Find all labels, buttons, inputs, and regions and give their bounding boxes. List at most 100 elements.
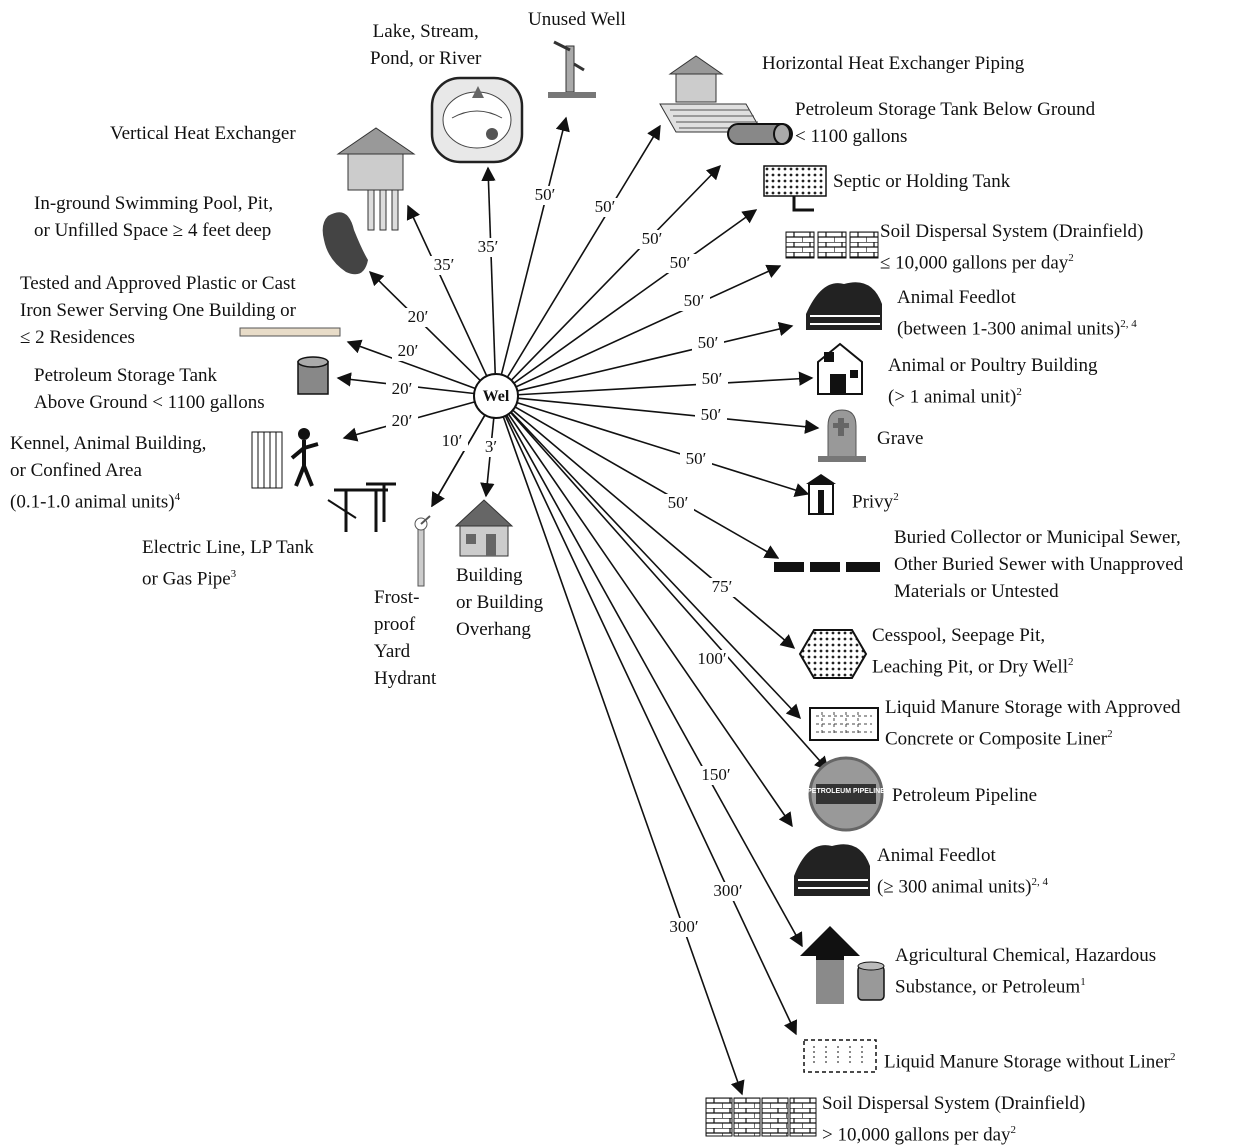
distance-label-bg-electric xyxy=(436,432,468,451)
distance-label-horizontal: 50′ xyxy=(595,197,616,216)
label-privy: Privy2 xyxy=(852,491,899,513)
well-label: Wel xyxy=(483,388,510,405)
distance-label-petro-below: 50′ xyxy=(642,229,663,248)
label-manure-lined: Liquid Manure Storage with Approved Conc… xyxy=(885,697,1181,750)
distance-label-kennel: 20′ xyxy=(392,411,413,430)
distance-label-bg-pool xyxy=(402,308,434,327)
label-grave: Grave xyxy=(877,428,924,449)
outhouse-icon xyxy=(806,474,836,515)
distance-label-bg-kennel xyxy=(386,412,418,431)
distance-label-drainfield-small: 50′ xyxy=(684,291,705,310)
label-cesspool: Cesspool, Seepage Pit, Leaching Pit, or … xyxy=(872,625,1074,678)
septic-tank-icon xyxy=(763,165,827,212)
manure-storage-unlined-icon xyxy=(803,1039,877,1073)
distance-label-bg-petro-below xyxy=(636,230,668,249)
distance-rays xyxy=(336,116,829,1096)
label-unused-well: Unused Well xyxy=(528,9,626,30)
ray-municipal-sewer xyxy=(514,406,780,559)
label-drainfield-large: Soil Dispersal System (Drainfield) > 10,… xyxy=(822,1093,1086,1146)
ray-manure-unlined xyxy=(504,415,798,1036)
label-petroleum-pipeline: Petroleum Pipeline xyxy=(892,785,1038,806)
ray-petro-below xyxy=(510,164,722,381)
label-vertical-heat-exchanger: Vertical Heat Exchanger xyxy=(110,123,296,144)
drainfield-icon xyxy=(785,231,879,259)
distance-label-bg-feedlot-small xyxy=(692,334,724,353)
buried-sewer-icon xyxy=(774,562,880,572)
distance-label-pool: 20′ xyxy=(408,307,429,326)
distance-label-bg-ag-chem xyxy=(700,766,732,785)
ray-grave xyxy=(517,397,820,434)
ray-septic xyxy=(513,209,758,384)
distance-label-bg-grave xyxy=(695,406,727,425)
distance-label-bg-drainfield-large xyxy=(668,918,700,937)
distance-labels: 35′35′20′20′20′20′10′3′50′50′50′50′50′50… xyxy=(386,185,744,937)
kennel-icon xyxy=(251,428,319,489)
label-municipal-sewer: Buried Collector or Municipal Sewer, Oth… xyxy=(894,527,1184,602)
label-manure-unlined: Liquid Manure Storage without Liner2 xyxy=(884,1051,1176,1073)
distance-label-poultry: 50′ xyxy=(702,369,723,388)
distance-label-bg-plastic-sewer xyxy=(392,342,424,361)
ray-poultry xyxy=(517,371,814,396)
distance-label-bg-petroleum-above xyxy=(386,380,418,399)
ray-lake xyxy=(481,166,497,375)
label-poultry-building: Animal or Poultry Building (> 1 animal u… xyxy=(888,355,1098,408)
distance-label-plastic-sewer: 20′ xyxy=(398,341,419,360)
label-building: Building or Building Overhang xyxy=(456,565,544,640)
pipeline-badge-label: PETROLEUM PIPELINE xyxy=(807,788,885,795)
distance-label-bg-manure-lined xyxy=(696,650,728,669)
well-node: Wel xyxy=(473,373,519,419)
distance-label-bg-building xyxy=(475,438,507,457)
chemical-storage-icon xyxy=(800,926,885,1004)
distance-label-cesspool: 75′ xyxy=(712,577,733,596)
distance-label-building: 3′ xyxy=(485,437,497,456)
ray-drainfield-large xyxy=(502,416,745,1096)
manure-storage-lined-icon xyxy=(809,707,879,741)
distance-label-bg-drainfield-small xyxy=(678,292,710,311)
swimming-pool-icon xyxy=(322,212,368,275)
ray-feedlot-large xyxy=(507,413,793,828)
distance-label-bg-vertical xyxy=(428,256,460,275)
distance-label-municipal-sewer: 50′ xyxy=(668,493,689,512)
distance-label-bg-horizontal xyxy=(589,198,621,217)
ray-ag-chem xyxy=(505,414,803,948)
ray-horizontal xyxy=(506,124,661,378)
distance-label-privy: 50′ xyxy=(686,449,707,468)
label-ag-chemical: Agricultural Chemical, Hazardous Substan… xyxy=(895,945,1157,998)
label-electric-line: Electric Line, LP Tank or Gas Pipe3 xyxy=(142,537,314,590)
distance-label-grave: 50′ xyxy=(701,405,722,424)
distance-label-feedlot-small: 50′ xyxy=(698,333,719,352)
label-horizontal-heat-exchanger: Horizontal Heat Exchanger Piping xyxy=(762,53,1025,74)
sewer-pipe-icon xyxy=(239,327,341,337)
distance-label-bg-privy xyxy=(680,450,712,469)
distance-label-bg-manure-unlined xyxy=(712,882,744,901)
label-swimming-pool: In-ground Swimming Pool, Pit, or Unfille… xyxy=(34,193,274,241)
distance-label-ag-chem: 150′ xyxy=(701,765,730,784)
label-frost-proof-hydrant: Frost- proof Yard Hydrant xyxy=(374,587,437,689)
distance-label-bg-poultry xyxy=(696,370,728,389)
ray-privy xyxy=(516,401,810,497)
ray-manure-lined xyxy=(510,411,801,720)
ray-vertical xyxy=(406,204,488,377)
house-vertical-heat-exchanger-icon xyxy=(336,127,416,231)
house-horizontal-piping-icon xyxy=(659,55,763,133)
ray-pipeline xyxy=(510,411,829,772)
utility-pole-icon xyxy=(327,482,396,532)
gravestone-icon xyxy=(818,409,866,462)
hand-pump-icon xyxy=(548,40,596,98)
ray-unused-well xyxy=(500,116,570,375)
distance-label-manure-unlined: 300′ xyxy=(713,881,742,900)
drainfield-large-icon xyxy=(705,1097,817,1137)
ray-plastic-sewer xyxy=(346,339,476,390)
label-drainfield-small: Soil Dispersal System (Drainfield) ≤ 10,… xyxy=(880,221,1144,274)
cesspool-icon xyxy=(798,629,868,679)
feedlot-icon xyxy=(806,282,882,330)
distance-label-unused-well: 50′ xyxy=(535,185,556,204)
label-petroleum-below-ground: Petroleum Storage Tank Below Ground < 11… xyxy=(795,99,1096,147)
distance-label-vertical: 35′ xyxy=(434,255,455,274)
distance-label-bg-unused-well xyxy=(529,186,561,205)
distance-label-electric: 10′ xyxy=(442,431,463,450)
distance-label-manure-lined: 100′ xyxy=(697,649,726,668)
buried-tank-icon xyxy=(727,123,793,145)
label-lake-stream: Lake, Stream, Pond, or River xyxy=(370,21,482,69)
